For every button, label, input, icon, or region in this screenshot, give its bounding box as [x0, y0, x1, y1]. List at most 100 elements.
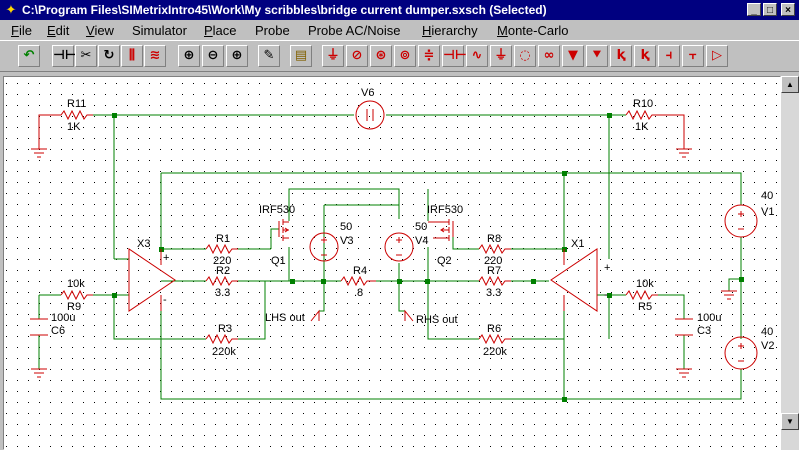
cut-button[interactable]: ✂ — [75, 45, 97, 67]
resistor-r7[interactable] — [478, 275, 511, 287]
q1-name: Q1 — [271, 255, 286, 267]
menu-place[interactable]: Place — [204, 23, 237, 38]
menu-probe[interactable]: Probe — [255, 23, 290, 38]
rotate-button[interactable]: ↻ — [98, 45, 120, 67]
r3-value: 220k — [212, 346, 236, 358]
battery-button[interactable]: ≑ — [418, 45, 440, 67]
zoom-in-button[interactable]: ⊕ — [226, 45, 248, 67]
zoom-out-button[interactable]: ⊖ — [202, 45, 224, 67]
properties-button[interactable]: ▤ — [290, 45, 312, 67]
capacitor-c3[interactable] — [675, 318, 693, 336]
menu-hierarchy[interactable]: Hierarchy — [422, 23, 478, 38]
net-label-lhs[interactable] — [310, 309, 320, 322]
mosfet-q2[interactable] — [428, 219, 454, 241]
resistor-r10[interactable] — [625, 109, 685, 149]
nmos-button[interactable]: ⫞ — [658, 45, 680, 67]
q2-model: IRF530 — [427, 204, 463, 216]
diode-icon: ▼ — [568, 48, 578, 63]
resistor-r6[interactable] — [478, 333, 511, 345]
voltage-source-icon: ⊘ — [351, 48, 363, 63]
ground-button[interactable]: ⏚ — [490, 45, 512, 67]
resistor-r9[interactable] — [60, 289, 93, 301]
r7-value: 3.3 — [486, 287, 501, 299]
npn-button[interactable]: ⱪ — [610, 45, 632, 67]
schematic-canvas[interactable]: R11 1K R10 1K V6 R1 220 R2 3.3 R3 220k R… — [3, 76, 781, 450]
mirror-button[interactable]: ⫼ — [121, 45, 143, 67]
flip-button[interactable]: ≋ — [144, 45, 166, 67]
source-v2[interactable] — [724, 336, 758, 370]
capacitor-icon: ⊣⊢ — [443, 48, 467, 63]
minimize-button[interactable]: _ — [747, 3, 761, 16]
current-source-button[interactable]: ⊛ — [370, 45, 392, 67]
voltage-source-button[interactable]: ⊘ — [346, 45, 368, 67]
source-v3[interactable] — [309, 232, 339, 262]
net-label-rhs[interactable] — [404, 309, 414, 322]
app-icon[interactable]: ✦ — [5, 2, 17, 17]
mosfet-q1[interactable] — [278, 219, 289, 241]
zoom-full-icon: ⊕ — [183, 48, 195, 63]
zener-button[interactable]: ⯆ — [586, 45, 608, 67]
maximize-button[interactable]: □ — [763, 3, 777, 16]
rhs-out-label: RHS out — [416, 314, 458, 326]
wire-split-button[interactable]: ⊣⊢ — [52, 45, 77, 67]
r11-name: R11 — [67, 98, 86, 110]
resistor-r5[interactable] — [625, 289, 658, 301]
resistor-r1[interactable] — [205, 243, 238, 255]
resistor-r8[interactable] — [478, 243, 511, 255]
ground-icon: ⏚ — [494, 48, 508, 63]
vertical-scrollbar[interactable]: ▲ ▼ — [781, 76, 799, 450]
r1-name: R1 — [216, 233, 230, 245]
pnp-button[interactable]: ⱪ — [634, 45, 656, 67]
opamp-icon: ▷ — [712, 48, 722, 63]
source-v4[interactable] — [384, 232, 414, 262]
menu-edit[interactable]: Edit — [47, 23, 70, 38]
source-v6[interactable] — [355, 100, 385, 130]
scroll-down-button[interactable]: ▼ — [781, 413, 799, 430]
resistor-r11[interactable] — [38, 109, 93, 131]
voltage-probe-button[interactable]: ◌ — [514, 45, 536, 67]
npn-icon: ⱪ — [616, 48, 626, 63]
source-v1[interactable] — [724, 204, 758, 238]
scroll-up-button[interactable]: ▲ — [781, 76, 799, 93]
capacitor-c6[interactable] — [30, 318, 48, 336]
opamp-button[interactable]: ▷ — [706, 45, 728, 67]
pencil-button[interactable]: ✎ — [258, 45, 280, 67]
resistor-r3[interactable] — [205, 333, 238, 345]
menu-monte-carlo[interactable]: Monte-Carlo — [497, 23, 569, 38]
capacitor-button[interactable]: ⊣⊢ — [442, 45, 467, 67]
resistor-r2[interactable] — [205, 275, 238, 287]
toolbar: ↶ ⊣⊢ ✂ ↻ ⫼ ≋ ⊕ ⊖ ⊕ ✎ ▤ ⏚ ⊘ ⊛ ⊚ ≑ ⊣⊢ ∿ ⏚ … — [0, 40, 799, 72]
current-source-icon: ⊛ — [375, 48, 387, 63]
inductor-button[interactable]: ∞ — [538, 45, 560, 67]
v2-name: V2 — [761, 340, 774, 352]
diode-button[interactable]: ▼ — [562, 45, 584, 67]
resistor-r4[interactable] — [340, 275, 376, 287]
battery-icon: ≑ — [423, 48, 435, 63]
r8-name: R8 — [487, 233, 501, 245]
undo-button[interactable]: ↶ — [18, 45, 40, 67]
r1-value: 220 — [213, 255, 231, 267]
menu-simulator[interactable]: Simulator — [132, 23, 187, 38]
r6-name: R6 — [487, 323, 501, 335]
v2-value: 40 — [761, 326, 773, 338]
nmos-icon: ⫞ — [665, 48, 673, 63]
zoom-in-icon: ⊕ — [231, 48, 243, 63]
r6-value: 220k — [483, 346, 507, 358]
ground-symbol-button[interactable]: ⏚ — [322, 45, 344, 67]
ground-symbol-icon: ⏚ — [326, 48, 340, 63]
schematic-drawing[interactable]: R11 1K R10 1K V6 R1 220 R2 3.3 R3 220k R… — [3, 77, 779, 450]
close-button[interactable]: × — [781, 3, 795, 16]
menu-view[interactable]: View — [86, 23, 114, 38]
ac-source-button[interactable]: ⊚ — [394, 45, 416, 67]
x1-minus-pin: - — [604, 289, 608, 301]
menu-file[interactable]: File — [11, 23, 32, 38]
c3-value: 100u — [697, 312, 721, 324]
opamp-x1[interactable] — [550, 248, 598, 312]
zoom-full-button[interactable]: ⊕ — [178, 45, 200, 67]
pmos-button[interactable]: ⫟ — [682, 45, 704, 67]
x3-plus-pin: + — [163, 252, 169, 264]
resistor-button[interactable]: ∿ — [466, 45, 488, 67]
menu-probe-ac-noise[interactable]: Probe AC/Noise — [308, 23, 401, 38]
opamp-x3[interactable] — [128, 248, 176, 312]
wire-split-icon: ⊣⊢ — [53, 48, 77, 63]
